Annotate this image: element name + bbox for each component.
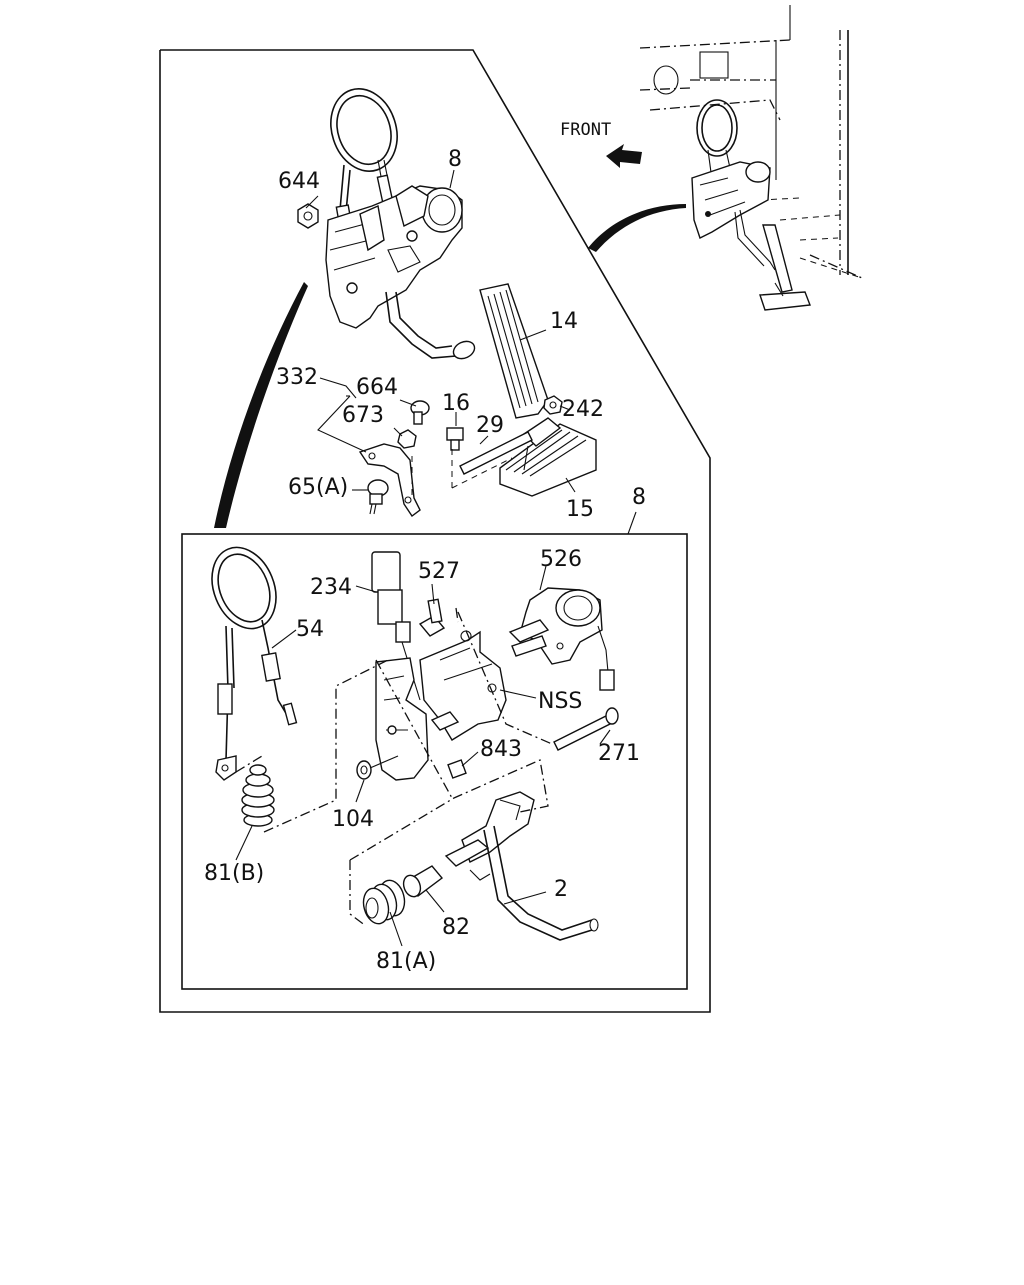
callout-29: 29 (476, 413, 504, 438)
callout-15: 15 (566, 497, 594, 522)
nut-673 (397, 429, 417, 449)
callout-54: 54 (296, 617, 324, 642)
callout-271: 271 (598, 741, 640, 766)
bolt-527 (418, 598, 446, 637)
callout-16: 16 (442, 391, 470, 416)
callout-234: 234 (310, 575, 352, 600)
pedal-assembly-main (325, 88, 476, 360)
callout-527: 527 (418, 559, 460, 584)
callout-2: 2 (554, 877, 568, 902)
bolt-65a (367, 479, 389, 515)
nut-644 (297, 203, 319, 229)
callout-673: 673 (342, 403, 384, 428)
callout-332: 332 (276, 365, 318, 390)
vehicle-context-view (588, 5, 863, 311)
outer-frame (159, 49, 711, 1013)
spring-81b (241, 764, 275, 827)
callout-nss: NSS (538, 689, 582, 714)
callout-104: 104 (332, 807, 374, 832)
bolt-664 (410, 400, 430, 425)
pedal-pad-15 (499, 417, 597, 497)
callout-8-top: 8 (448, 147, 462, 172)
callout-81a: 81(A) (376, 949, 436, 974)
bushing-82 (402, 865, 444, 898)
accelerator-pedal-14 (479, 283, 549, 419)
bolt-16 (446, 427, 464, 451)
rod-29 (459, 431, 533, 475)
front-label: FRONT (560, 120, 611, 140)
washer-104 (356, 755, 399, 780)
front-arrow (606, 144, 642, 168)
callout-8-detail: 8 (632, 485, 646, 510)
bracket-332 (358, 443, 421, 518)
pedal-arm-2 (444, 791, 599, 941)
bolt-843 (447, 759, 467, 779)
leader-lines-upper (305, 169, 576, 500)
detail-box (181, 533, 688, 990)
detail-assembly (211, 546, 619, 941)
leader-lines-detail (235, 565, 611, 947)
spring-81a (362, 879, 406, 925)
pin-271 (553, 707, 619, 751)
callout-242: 242 (562, 397, 604, 422)
callout-82: 82 (442, 915, 470, 940)
callout-644: 644 (278, 169, 320, 194)
callout-843: 843 (480, 737, 522, 762)
sensor-526 (508, 587, 615, 691)
callout-81b: 81(B) (204, 861, 264, 886)
detail-pointer-arrow (214, 282, 308, 528)
callout-526: 526 (540, 547, 582, 572)
callout-664: 664 (356, 375, 398, 400)
callout-14: 14 (550, 309, 578, 334)
nut-242 (543, 395, 563, 415)
callout-65a: 65(A) (288, 475, 348, 500)
